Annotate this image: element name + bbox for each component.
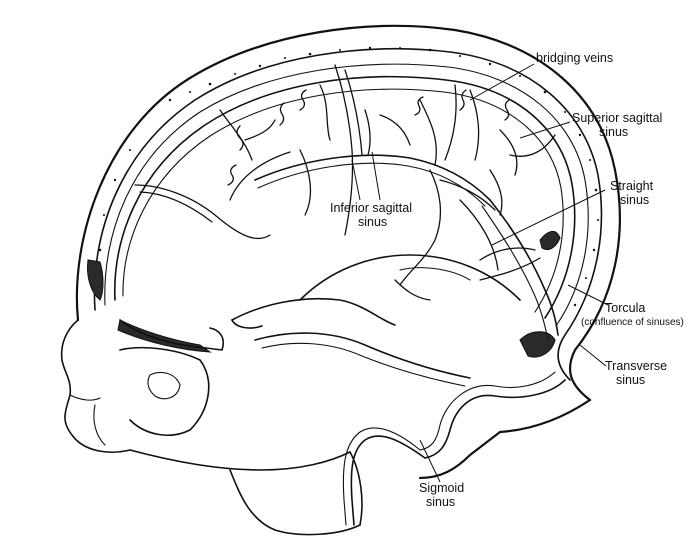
dark-hatched-regions	[87, 231, 561, 358]
leader-superior-sagittal	[519, 121, 571, 139]
leader-sigmoid	[419, 439, 441, 483]
leader-torcula	[567, 284, 609, 306]
diploe-stipple	[98, 46, 599, 307]
label-straight-line2: sinus	[620, 193, 649, 207]
leader-straight-sinus	[491, 189, 606, 246]
label-inferior-sagittal-line2: sinus	[358, 215, 387, 229]
label-torcula: Torcula	[605, 301, 645, 315]
label-straight-line1: Straight	[610, 179, 654, 193]
label-bridging-veins: bridging veins	[536, 51, 613, 65]
leader-lines	[351, 63, 609, 483]
superior-sagittal-sinus	[113, 75, 576, 319]
label-transverse-line1: Transverse	[605, 359, 667, 373]
label-sigmoid-line2: sinus	[426, 495, 455, 509]
label-sigmoid-line1: Sigmoid	[419, 481, 464, 495]
labels: bridging veins Superior sagittal sinus S…	[330, 51, 684, 509]
cerebral-veins	[134, 64, 556, 301]
label-superior-sagittal-line1: Superior sagittal	[572, 111, 662, 125]
label-inferior-sagittal-line1: Inferior sagittal	[330, 201, 412, 215]
label-torcula-sub: (confluence of sinuses)	[581, 317, 684, 328]
tentorium-and-base	[231, 254, 521, 387]
leader-transverse	[579, 344, 607, 367]
leader-inferior-sagittal-a	[351, 159, 361, 201]
label-transverse-line2: sinus	[616, 373, 645, 387]
label-superior-sagittal-line2: sinus	[599, 125, 628, 139]
skull-outline	[60, 24, 621, 536]
inner-skull-table	[93, 46, 603, 381]
straight-and-inferior-sinus	[254, 154, 559, 341]
orbit-and-face-bones	[69, 319, 225, 446]
transverse-and-sigmoid-sinus	[342, 371, 566, 526]
leader-bridging-veins	[469, 63, 535, 101]
leader-inferior-sagittal-b	[371, 151, 381, 201]
